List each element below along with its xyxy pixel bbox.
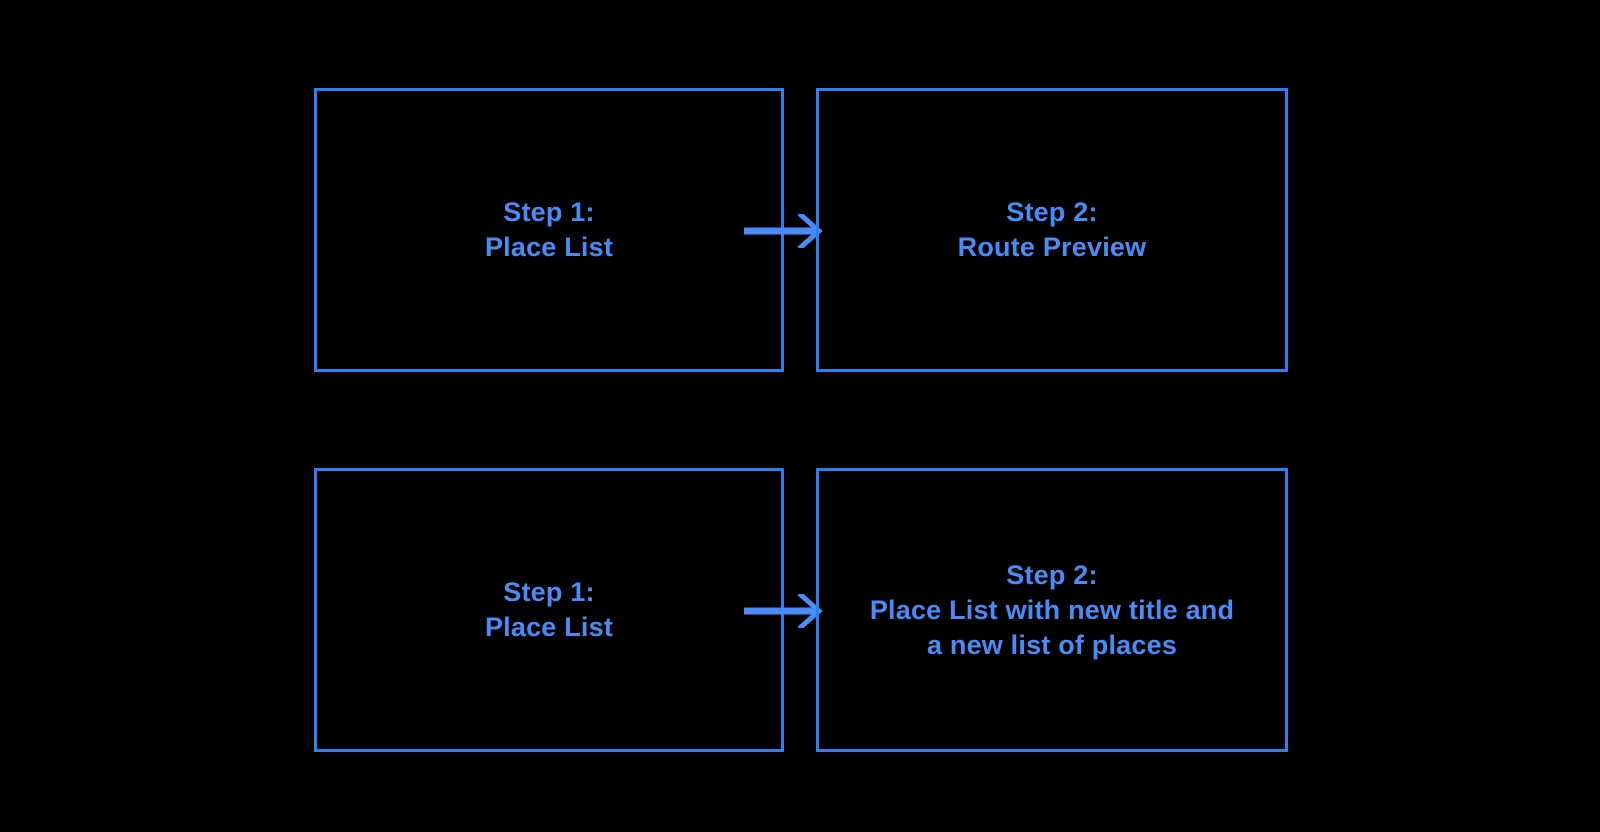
step-box-label: Step 1: Place List — [484, 197, 614, 262]
arrow-right-icon — [744, 214, 824, 248]
step-box-label: Step 2: Route Preview — [957, 197, 1147, 262]
step-box-row1-step1[interactable]: Step 1: Place List — [314, 88, 784, 372]
step-box-label: Step 1: Place List — [484, 577, 614, 642]
step-box-row1-step2[interactable]: Step 2: Route Preview — [816, 88, 1288, 372]
arrow-right-icon — [744, 594, 824, 628]
step-box-row2-step1[interactable]: Step 1: Place List — [314, 468, 784, 752]
step-box-label: Step 2: Place List with new title and a … — [869, 559, 1235, 660]
step-box-row2-step2[interactable]: Step 2: Place List with new title and a … — [816, 468, 1288, 752]
flow-row-route-preview: Step 1: Place List Step 2: Route Preview — [0, 88, 1600, 378]
flow-row-place-list-update: Step 1: Place List Step 2: Place List wi… — [0, 468, 1600, 758]
